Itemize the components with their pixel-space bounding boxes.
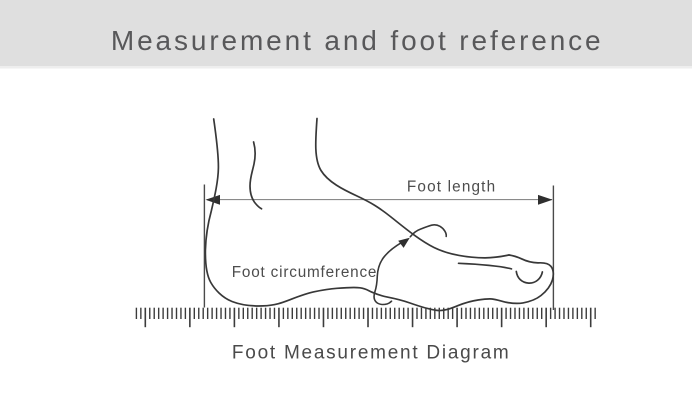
svg-text:Foot length: Foot length [407,178,496,195]
svg-text:Measurement and foot reference: Measurement and foot reference [111,25,604,56]
svg-text:Foot Measurement Diagram: Foot Measurement Diagram [232,342,511,363]
svg-text:Foot circumference: Foot circumference [232,264,378,281]
